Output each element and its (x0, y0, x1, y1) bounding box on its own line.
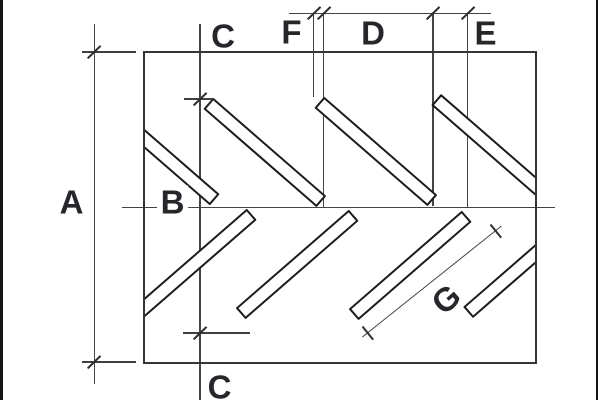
dimension-label-c-top: C (211, 17, 235, 55)
dimension-label-c-bottom: C (207, 368, 232, 400)
dimension-label-d: D (361, 14, 385, 52)
right-frame-rule (595, 0, 598, 400)
left-frame-rule (0, 0, 3, 400)
extension-line-F-left (313, 13, 315, 97)
extension-line-E (467, 13, 469, 207)
dimension-line-A-vertical (93, 24, 95, 384)
plate-outline (143, 51, 537, 364)
dimension-line-C-vertical (199, 24, 201, 400)
pattern-center-line-B (122, 206, 555, 208)
projection-bar-end-bottom (183, 331, 250, 334)
dimension-label-b: B (156, 185, 189, 218)
dimension-label-e: E (474, 14, 497, 52)
extension-line-D (432, 13, 434, 206)
dimension-label-a: A (59, 183, 84, 220)
projection-top-edge (82, 51, 136, 54)
projection-bottom-edge (82, 361, 136, 364)
top-dimension-line (289, 12, 491, 14)
dimension-label-f: F (281, 13, 302, 51)
